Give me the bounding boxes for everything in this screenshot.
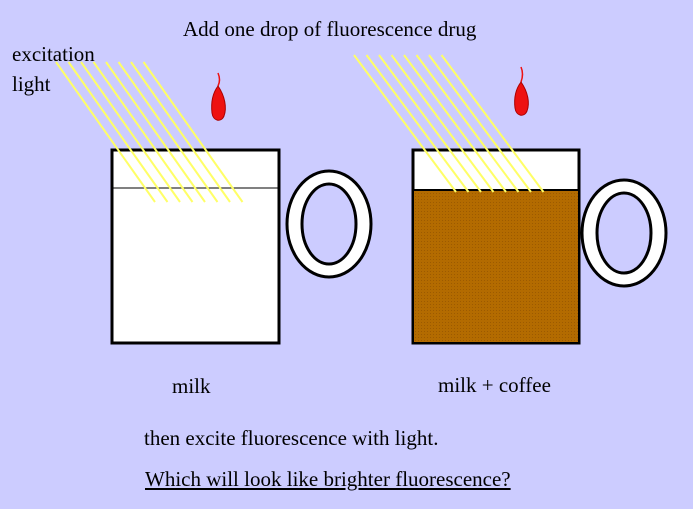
drug-drop-right [514,66,529,116]
coffee-cup-handle-hole [595,191,653,275]
milk-coffee-label: milk + coffee [438,373,551,397]
coffee-cup [411,148,668,345]
light-ray [390,54,495,193]
light-ray [80,61,181,203]
excitation-light-rays-right [353,54,545,193]
excitation-label-line2: light [12,72,51,96]
title-text: Add one drop of fluorescence drug [183,17,477,41]
light-ray [117,61,219,203]
light-ray [365,54,470,193]
milk-label: milk [172,374,211,398]
milk-cup-handle-hole [300,182,358,266]
light-ray [67,61,169,203]
coffee-liquid [414,190,578,342]
question-text: Which will look like brighter fluorescen… [145,467,511,491]
light-ray [415,54,520,193]
light-ray [428,54,532,193]
light-ray [142,61,244,203]
light-ray [403,54,507,193]
light-ray [378,54,482,193]
drop-icon [217,72,221,87]
drug-drop-left [211,72,226,121]
milk-cup [110,148,373,345]
excitation-light-rays-left [55,61,244,203]
milk-cup-body [110,148,281,345]
drop-icon [520,66,524,83]
light-ray [105,61,206,203]
light-ray [92,61,194,203]
excitation-label-line1: excitation [12,42,95,66]
drop-icon [514,81,529,116]
light-ray [130,61,231,203]
instruction-text: then excite fluorescence with light. [144,426,439,450]
light-ray [440,54,545,193]
light-ray [353,54,457,193]
light-ray [55,61,156,203]
drop-icon [211,85,226,121]
